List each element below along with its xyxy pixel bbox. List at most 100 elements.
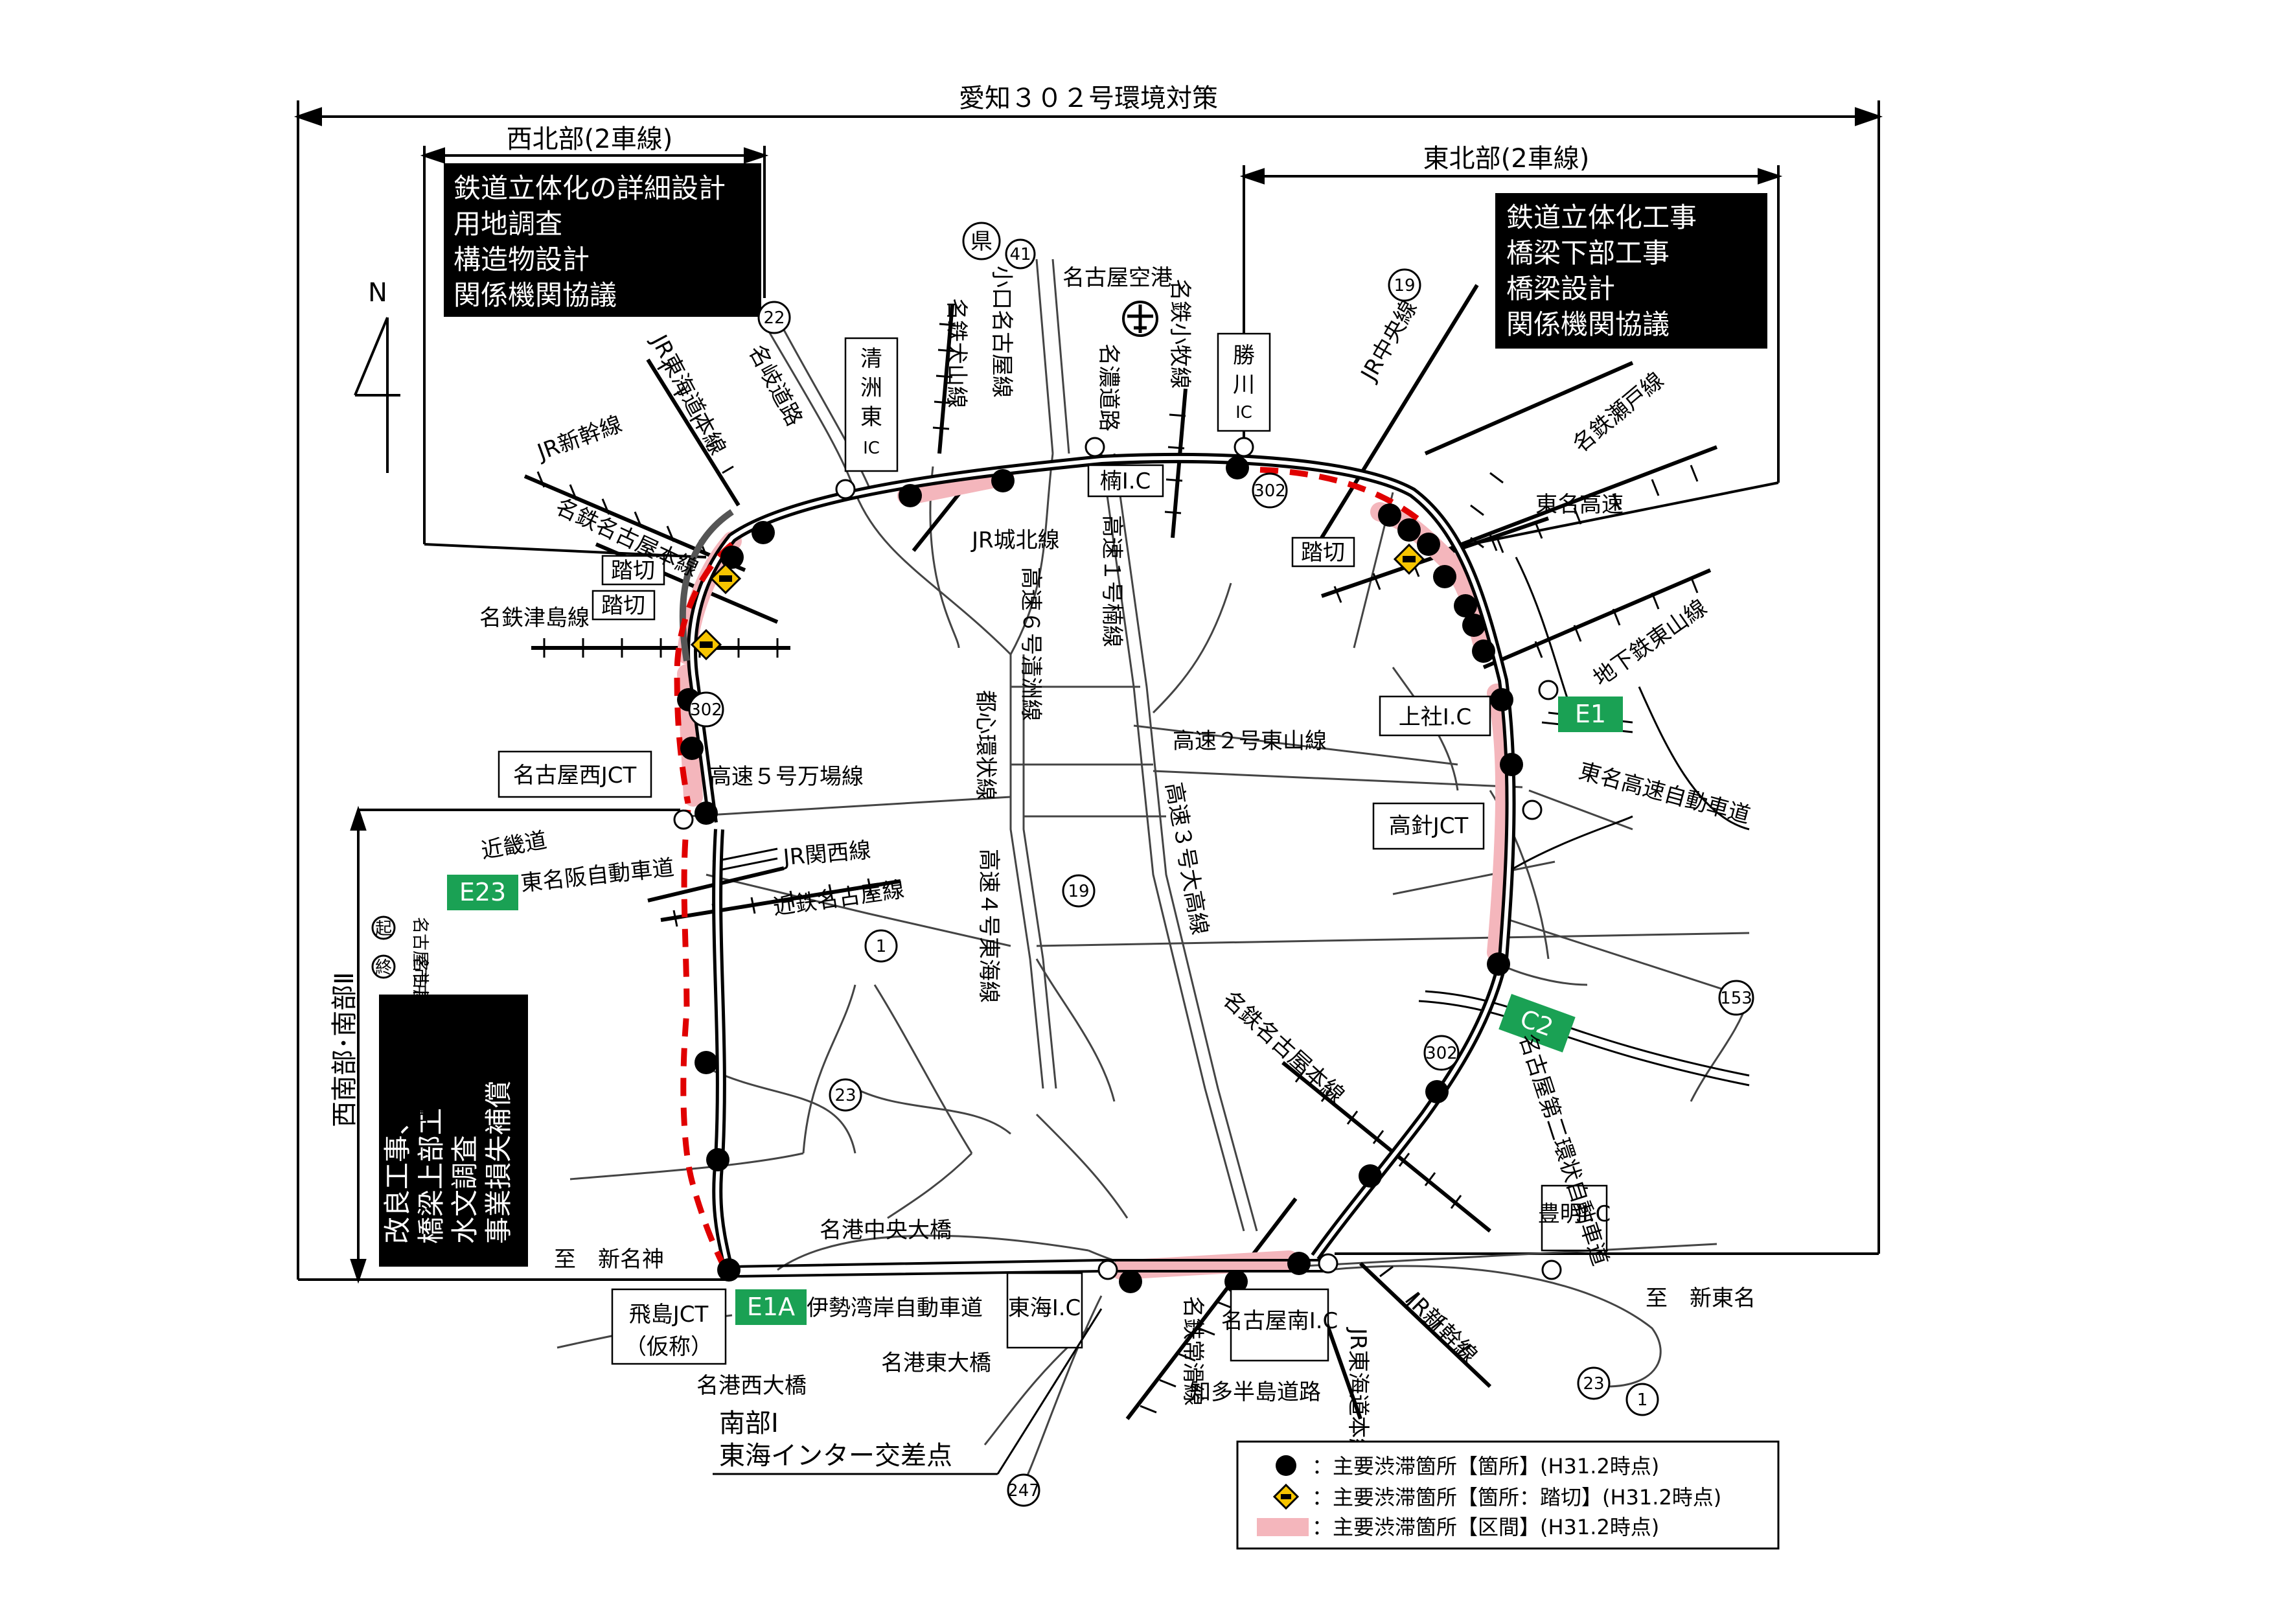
railway-ties xyxy=(536,323,1699,1414)
route-shield-23-se xyxy=(1577,1366,1611,1400)
kosoku5-label: 高速５号万場線 xyxy=(709,764,864,790)
tokai-ic-label: 東海I.C xyxy=(1008,1295,1081,1321)
toyoake-label-1: 豊明I.C xyxy=(1538,1201,1611,1227)
kiyosu-east-label-4: IC xyxy=(863,439,880,458)
legend-crossing-label: ：主要渋滞箇所【箇所：踏切】(H31.2時点) xyxy=(1312,1485,1721,1510)
route-302-a-label: 302 xyxy=(1254,481,1286,501)
route-ken-label: 県 xyxy=(970,229,993,255)
fumikiri2-box xyxy=(591,590,656,621)
congestion-dot xyxy=(720,546,744,569)
crossing-icons xyxy=(690,543,1425,661)
congestion-dot xyxy=(1224,1270,1248,1293)
route-shield-1-mid xyxy=(864,929,898,963)
congestion-dot xyxy=(717,1258,740,1282)
interchanges xyxy=(673,437,1562,1280)
legend-segment-icon xyxy=(1257,1518,1309,1536)
southwest-box-line-4: 事業損失補償 xyxy=(483,1081,514,1244)
route-19-top-label: 19 xyxy=(1394,276,1415,295)
congestion-dot xyxy=(1359,1164,1382,1188)
route-302-b-label: 302 xyxy=(690,700,722,720)
northwest-header: 西北部(2車線) xyxy=(507,124,673,154)
e1-sign xyxy=(1558,696,1623,732)
kintetsu-label: 近鉄名古屋線 xyxy=(772,877,906,921)
tomei-label: 東名高速 xyxy=(1535,492,1624,518)
kosoku2-label: 高速２号東山線 xyxy=(1173,728,1327,754)
congestion-segments xyxy=(677,466,1515,1280)
meitetsu-tsushima-label: 名鉄津島線 xyxy=(479,605,590,631)
kamiyashiro-label: 上社I.C xyxy=(1399,704,1472,730)
meino-label: 名濃道路 xyxy=(1096,343,1121,432)
legend-dot-icon xyxy=(1276,1455,1296,1476)
route-shields xyxy=(688,222,1754,1507)
route-shield-302-c xyxy=(1423,1035,1460,1071)
meiko-west-label: 名港西大橋 xyxy=(696,1373,807,1399)
kiyosu-east-label-3: 東 xyxy=(860,404,882,430)
north-label: N xyxy=(368,278,387,308)
southwest-box: 改良工事、 橋梁上部工 水文調査 事業損失補償 xyxy=(379,995,528,1267)
kiyosu-east-label-2: 洲 xyxy=(860,375,882,401)
fumikiri3-label: 踏切 xyxy=(1301,540,1345,566)
meitetsu-inuyama-label: 名鉄犬山線 xyxy=(943,298,969,408)
tokai-ic-box xyxy=(1006,1272,1083,1349)
kosoku4-label: 高速４号東海線 xyxy=(976,849,1002,1003)
route-247-label: 247 xyxy=(1007,1481,1040,1501)
e23-label: E23 xyxy=(459,878,506,906)
north-arrow-icon: N xyxy=(354,278,400,473)
route-1-se-label: 1 xyxy=(1637,1390,1648,1410)
northwest-box: 鉄道立体化の詳細設計 用地調査 構造物設計 関係機関協議 xyxy=(444,163,761,317)
route-41-label: 41 xyxy=(1009,245,1031,264)
kiyosu-east-box xyxy=(844,337,899,472)
fumikiri3-box xyxy=(1291,536,1355,568)
kosoku6-label: 高速６号清洲線 xyxy=(1018,567,1044,721)
congestion-dot xyxy=(695,801,718,825)
northeast-box-line-1: 鉄道立体化工事 xyxy=(1506,201,1697,233)
katsugawa-label-1: 勝 xyxy=(1233,343,1255,369)
southwest-box-line-1: 改良工事、 xyxy=(382,1108,413,1244)
route-shield-23-mid xyxy=(829,1078,862,1112)
congestion-dot xyxy=(1425,1080,1449,1103)
northwest-box-line-2: 用地調査 xyxy=(453,208,562,240)
northwest-box-line-3: 構造物設計 xyxy=(453,244,590,275)
route-shield-153 xyxy=(1718,980,1754,1016)
end-place-label: 名古屋市中川区富田町 xyxy=(410,956,430,1124)
kasho-label: （仮称） xyxy=(625,1334,713,1360)
route-shield-247 xyxy=(1007,1473,1040,1507)
chita-label: 知多半島道路 xyxy=(1189,1379,1321,1405)
southwest-header: 西南部･南部Ⅱ xyxy=(330,972,360,1127)
congestion-dot xyxy=(706,1148,729,1171)
fumikiri1-label: 踏切 xyxy=(611,558,655,584)
jr-kansai-label: JR関西線 xyxy=(781,837,872,871)
shintomei-label: 至 新東名 xyxy=(1646,1285,1756,1311)
route-19-mid-label: 19 xyxy=(1068,882,1089,901)
meitetsu-nagoya-se-label: 名鉄名古屋本線 xyxy=(1217,986,1349,1109)
south1-sub-header: 東海インター交差点 xyxy=(719,1441,952,1471)
route-shield-302-a xyxy=(1252,472,1288,509)
kusunoki-label: 楠I.C xyxy=(1100,468,1151,494)
legend-crossing-icon xyxy=(1272,1483,1300,1510)
isewan-label: 伊勢湾岸自動車道 xyxy=(807,1295,983,1321)
kinki-label: 近畿道 xyxy=(479,827,549,864)
meitetsu-komaki-label: 名鉄小牧線 xyxy=(1167,279,1193,389)
northwest-box-line-4: 関係機関協議 xyxy=(453,279,617,311)
route-shield-19-top xyxy=(1388,268,1421,302)
start-mark-label: 起 xyxy=(375,919,392,939)
railway-crossing-icon xyxy=(709,562,742,595)
congestion-dot xyxy=(1487,952,1510,976)
kusunoki-box xyxy=(1087,464,1164,498)
route-153-label: 153 xyxy=(1720,989,1752,1008)
route-shield-41 xyxy=(1005,238,1036,270)
legend: ：主要渋滞箇所【箇所】(H31.2時点) ：主要渋滞箇所【箇所：踏切】(H31.… xyxy=(1236,1440,1780,1550)
end-mark-icon xyxy=(371,954,396,979)
congestion-dot xyxy=(1226,456,1249,479)
higashi-meihan-label: 東名阪自動車道 xyxy=(520,855,676,897)
tobishima-label: 飛島JCT xyxy=(629,1302,709,1328)
route-23-se-label: 23 xyxy=(1583,1374,1604,1394)
congestion-dot xyxy=(680,737,704,760)
northeast-box-line-2: 橋梁下部工事 xyxy=(1506,237,1670,269)
route-shield-ken xyxy=(962,222,1001,260)
airport-icon xyxy=(1122,301,1158,337)
railway-crossing-icon xyxy=(1393,543,1425,575)
jr-shinkansen-se-label: JR新幹線 xyxy=(1401,1287,1482,1369)
route-shield-1-se xyxy=(1625,1383,1659,1416)
